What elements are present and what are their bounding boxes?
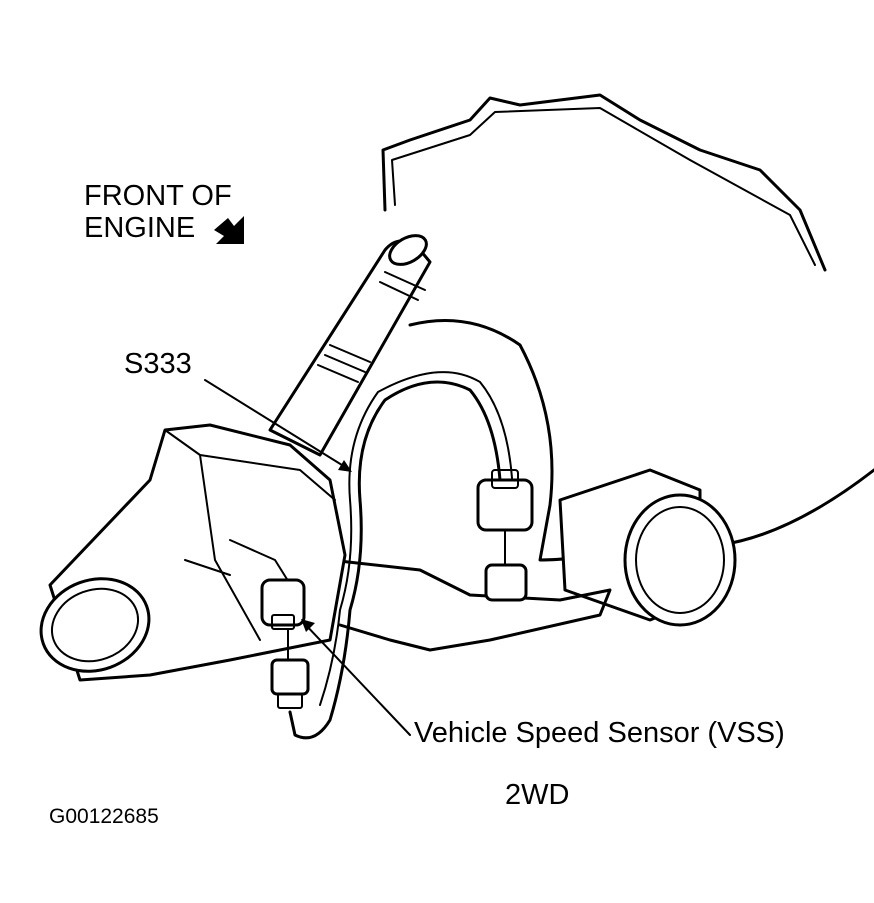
housing-outline (381, 93, 827, 272)
vss-leader (302, 621, 411, 736)
tailshaft-opening (39, 577, 151, 673)
harness-wire-outer (288, 380, 502, 740)
right-cylinder-rim (635, 506, 725, 614)
vent-tube (268, 239, 432, 457)
right-cylinder-face (623, 493, 737, 627)
figure-id: G00122685 (49, 805, 159, 828)
vss-connector-tab (271, 614, 295, 630)
drive-type-label: 2WD (505, 779, 570, 811)
housing-inner-edge (391, 107, 816, 266)
vss-sensor-body (270, 658, 310, 696)
s333-leader-arrowhead (338, 460, 352, 472)
pan-plate (328, 558, 612, 652)
tailshaft-inner (50, 587, 140, 663)
vent-tube-rings (317, 271, 426, 383)
extension-flange (164, 429, 336, 641)
arrow-icon (214, 216, 244, 244)
s333-leader (204, 379, 351, 471)
front-of-engine-label-line1: FRONT OF (84, 180, 232, 212)
right-sensor-body (484, 563, 528, 602)
harness-wire-inner (319, 371, 513, 706)
splice-label: S333 (124, 348, 192, 380)
right-connector-latch (491, 469, 519, 489)
vss-connector (260, 578, 306, 627)
front-of-engine-label-line2: ENGINE (84, 212, 196, 244)
vss-sensor-nut (277, 693, 303, 709)
vent-tube-end (388, 234, 428, 266)
vss-leader-arrowhead (301, 619, 315, 632)
vss-label: Vehicle Speed Sensor (VSS) (414, 717, 785, 749)
housing-lower-body (408, 319, 874, 562)
